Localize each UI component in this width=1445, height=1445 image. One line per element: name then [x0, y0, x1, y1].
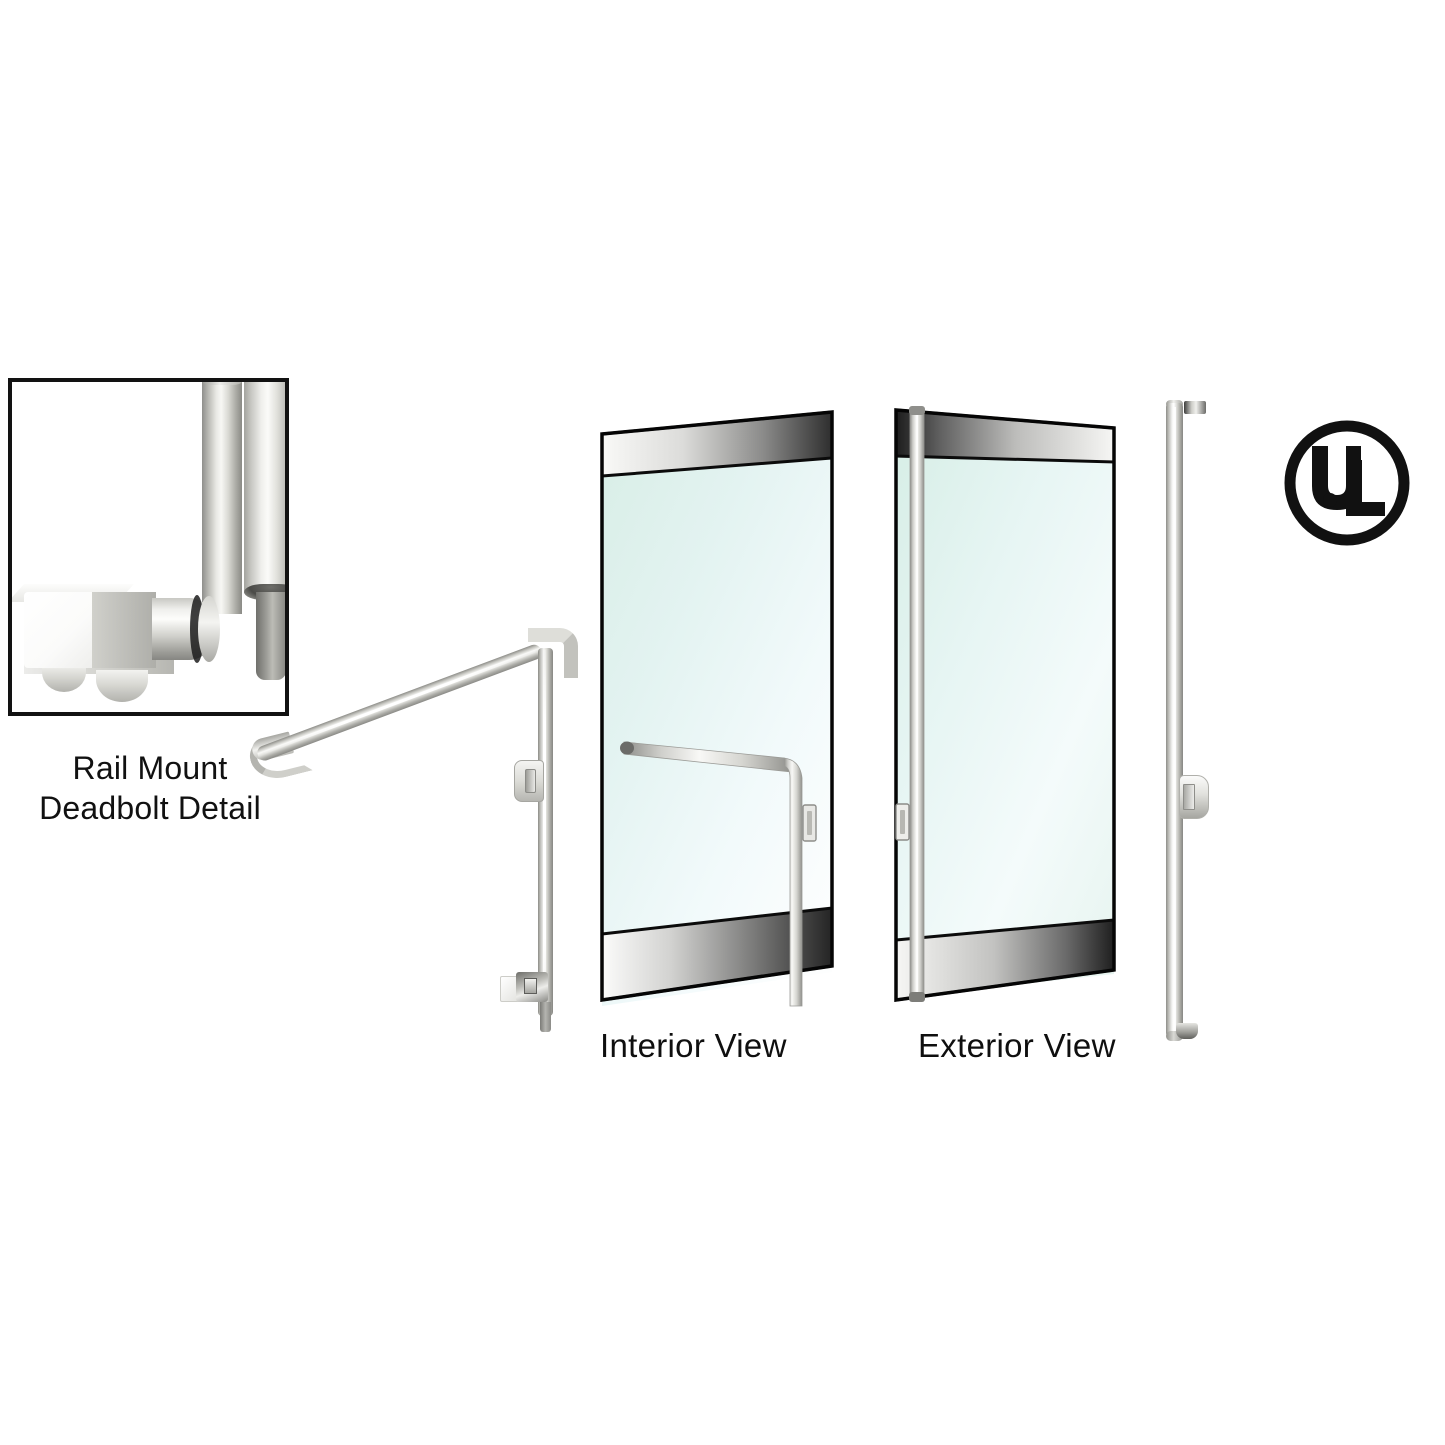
deadbolt-pin: [256, 592, 285, 680]
door-exterior-view-label: Exterior View: [918, 1027, 1116, 1064]
door-interior-view-label: Interior View: [600, 1027, 787, 1064]
lock-body-mounting-pad: [96, 670, 148, 702]
pull-handle-top-bracket: [909, 406, 925, 415]
door-frame-outline: [600, 410, 834, 1003]
lock-body-mounting-pad: [42, 664, 86, 692]
pull-handle-bottom-bracket: [909, 992, 925, 1002]
door-interior-view: [588, 410, 848, 1020]
pull-handle-bottom-bracket: [1176, 1023, 1198, 1039]
rail-mount-deadbolt-push-bar-assembly: [245, 620, 590, 1040]
ul-mark-circle: [1284, 420, 1410, 546]
push-arm-elbow: [528, 628, 578, 678]
door-exterior-svg: [894, 406, 1116, 1003]
thumbturn-cylinder-slot: [807, 811, 812, 835]
detail-caption-line-1: Rail Mount: [72, 750, 228, 786]
bottom-deadbolt-pin: [540, 1002, 551, 1032]
push-bar-end-cap: [620, 741, 634, 755]
pull-handle-highlight: [916, 412, 919, 996]
deadbolt-housing-cylinder: [244, 382, 285, 593]
pull-handle-bottom-cap: [1166, 1031, 1183, 1041]
vertical-bar-highlight: [543, 650, 546, 1010]
door-frame-outline: [894, 408, 1116, 1003]
full-height-pull-handle: [1158, 395, 1218, 1045]
ul-listed-mark: [1282, 418, 1412, 548]
pull-handle-highlight: [1174, 407, 1176, 1033]
door-interior-svg: [600, 410, 834, 1007]
rail-mount-deadbolt-detail-panel: [8, 378, 289, 716]
diagonal-push-arm-highlight: [263, 649, 537, 754]
door-glass-panel: [602, 424, 832, 1006]
ul-mark-letter-l: [1346, 460, 1385, 516]
lock-body-side-face: [92, 592, 156, 668]
push-bar-vertical: [783, 757, 803, 1007]
thumbturn-slot: [525, 769, 536, 793]
door-glass-panel: [896, 430, 1114, 998]
rail-mount-deadbolt-detail-caption: Rail Mount Deadbolt Detail: [0, 748, 300, 828]
rail-post-cylinder-cap: [202, 382, 242, 385]
detail-caption-line-2: Deadbolt Detail: [39, 790, 261, 826]
rail-post-cylinder: [202, 382, 242, 614]
spindle-collar: [198, 596, 220, 662]
thumbturn-slot: [1183, 784, 1195, 810]
bottom-deadbolt-keyway: [524, 978, 537, 994]
ul-mark-svg: [1284, 420, 1410, 546]
door-exterior-view: [878, 400, 1128, 1020]
lock-body-front-face: [24, 592, 94, 668]
pull-handle-top-bracket: [1184, 401, 1206, 414]
ul-mark-dot: [1323, 493, 1337, 507]
key-cylinder-slot: [900, 810, 905, 834]
